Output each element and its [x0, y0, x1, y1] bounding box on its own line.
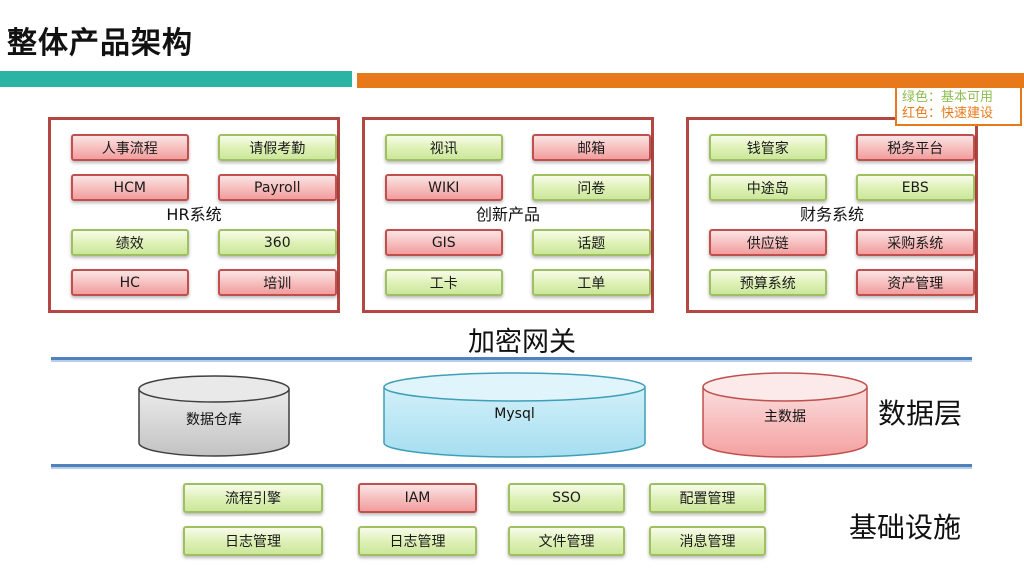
page-title: 整体产品架构 [7, 26, 193, 61]
infra-chip: 配置管理 [649, 483, 766, 513]
infra-column: IAM 日志管理 [358, 483, 477, 556]
group-row: WIKI 问卷 [385, 174, 651, 201]
legend-red-note: 红色：快速建设 [902, 106, 994, 121]
infrastructure-label: 基础设施 [849, 511, 962, 544]
gateway-label: 加密网关 [468, 327, 576, 358]
group-row: 中途岛 EBS [709, 174, 975, 201]
legend: 绿色：基本可用 红色：快速建设 [895, 86, 1022, 126]
group-row: 工卡 工单 [385, 269, 651, 296]
divider-line-top [51, 357, 972, 360]
group-row: 供应链 采购系统 [709, 229, 975, 256]
product-chip: 人事流程 [71, 134, 189, 161]
cylinder-shape [138, 375, 290, 457]
product-chip: Payroll [217, 174, 337, 201]
group-box-finance: 钱管家 税务平台 中途岛 EBS 财务系统 供应链 采购系统 预算系统 资产管理 [686, 117, 978, 313]
infra-chip: SSO [508, 483, 625, 513]
data-layer-label: 数据层 [878, 397, 963, 430]
cylinder-label: 数据仓库 [186, 412, 242, 428]
cylinder-data-warehouse: 数据仓库 [138, 375, 290, 457]
group-row: HC 培训 [71, 269, 337, 296]
product-chip: 视讯 [385, 134, 503, 161]
group-label: HR系统 [166, 205, 222, 224]
cylinder-shape [383, 372, 646, 458]
product-chip: 问卷 [531, 174, 651, 201]
product-chip: 邮箱 [531, 134, 651, 161]
infra-chip: 流程引擎 [183, 483, 323, 513]
infra-chip: 日志管理 [183, 526, 323, 556]
product-chip: 360 [217, 229, 337, 256]
product-chip: 工卡 [385, 269, 503, 296]
product-chip: 税务平台 [855, 134, 975, 161]
orange-accent-bar [357, 73, 1024, 88]
group-row: GIS 话题 [385, 229, 651, 256]
group-box-innovation: 视讯 邮箱 WIKI 问卷 创新产品 GIS 话题 工卡 工单 [362, 117, 654, 313]
group-row: 视讯 邮箱 [385, 134, 651, 161]
group-row: 钱管家 税务平台 [709, 134, 975, 161]
product-chip: 供应链 [709, 229, 827, 256]
product-chip: 中途岛 [709, 174, 827, 201]
cylinder-label: 主数据 [764, 409, 806, 425]
product-chip: 采购系统 [855, 229, 975, 256]
product-chip: 话题 [531, 229, 651, 256]
product-chip: 预算系统 [709, 269, 827, 296]
teal-accent-bar [0, 71, 352, 87]
product-chip: 钱管家 [709, 134, 827, 161]
group-row: HCM Payroll [71, 174, 337, 201]
product-chip: WIKI [385, 174, 503, 201]
product-chip: GIS [385, 229, 503, 256]
product-chip: 培训 [217, 269, 337, 296]
legend-green-note: 绿色：基本可用 [902, 90, 994, 105]
group-row: 预算系统 资产管理 [709, 269, 975, 296]
cylinder-shape [702, 372, 868, 458]
group-box-hr: 人事流程 请假考勤 HCM Payroll HR系统 绩效 360 HC 培训 [48, 117, 340, 313]
product-chip: 请假考勤 [217, 134, 337, 161]
infra-column: SSO 文件管理 [508, 483, 625, 556]
product-chip: 资产管理 [855, 269, 975, 296]
product-chip: HC [71, 269, 189, 296]
group-label: 创新产品 [475, 205, 540, 224]
cylinder-label: Mysql [494, 406, 535, 422]
group-row: 人事流程 请假考勤 [71, 134, 337, 161]
product-chip: 绩效 [71, 229, 189, 256]
infra-chip: IAM [358, 483, 477, 513]
group-label: 财务系统 [799, 205, 864, 224]
product-chip: 工单 [531, 269, 651, 296]
infra-chip: 文件管理 [508, 526, 625, 556]
group-row: 绩效 360 [71, 229, 337, 256]
cylinder-master-data: 主数据 [702, 372, 868, 458]
product-chip: HCM [71, 174, 189, 201]
cylinder-mysql: Mysql [383, 372, 646, 458]
divider-line-bottom [51, 464, 972, 467]
infra-column: 流程引擎 日志管理 [183, 483, 323, 556]
infra-column: 配置管理 消息管理 [649, 483, 766, 556]
product-chip: EBS [855, 174, 975, 201]
infra-chip: 消息管理 [649, 526, 766, 556]
infra-chip: 日志管理 [358, 526, 477, 556]
